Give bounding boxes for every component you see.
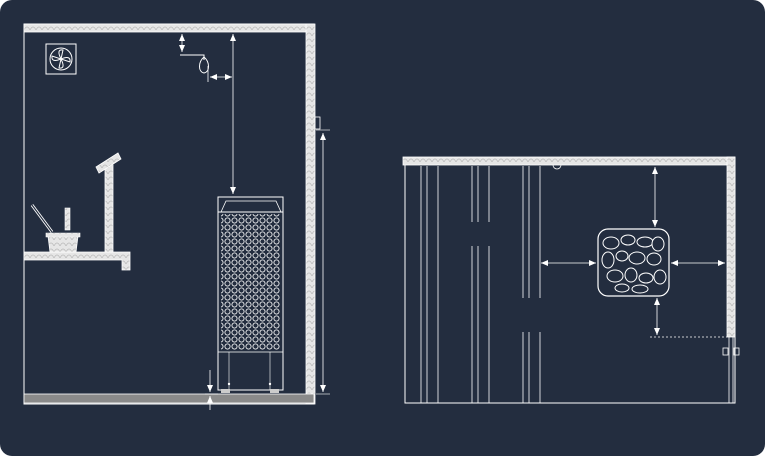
stones-icon (597, 228, 670, 297)
ceiling-wall (23, 23, 315, 33)
right-wall (305, 23, 316, 405)
heater-icon (217, 196, 284, 393)
control-unit (314, 116, 321, 130)
plan-top-wall (402, 156, 736, 166)
side-elevation-view (23, 23, 330, 410)
plan-right-wall (726, 156, 736, 338)
ladle-icon (30, 204, 71, 233)
bucket-icon (45, 232, 81, 253)
floor (23, 393, 315, 404)
sensor-icon (180, 54, 209, 74)
bench (23, 251, 131, 271)
plan-wall-fixture (722, 337, 740, 403)
plan-boards (420, 166, 541, 403)
lamp-icon (95, 152, 122, 253)
top-plan-view (402, 156, 740, 404)
plan-sensor-mark (552, 164, 562, 170)
fan-icon (45, 43, 77, 75)
